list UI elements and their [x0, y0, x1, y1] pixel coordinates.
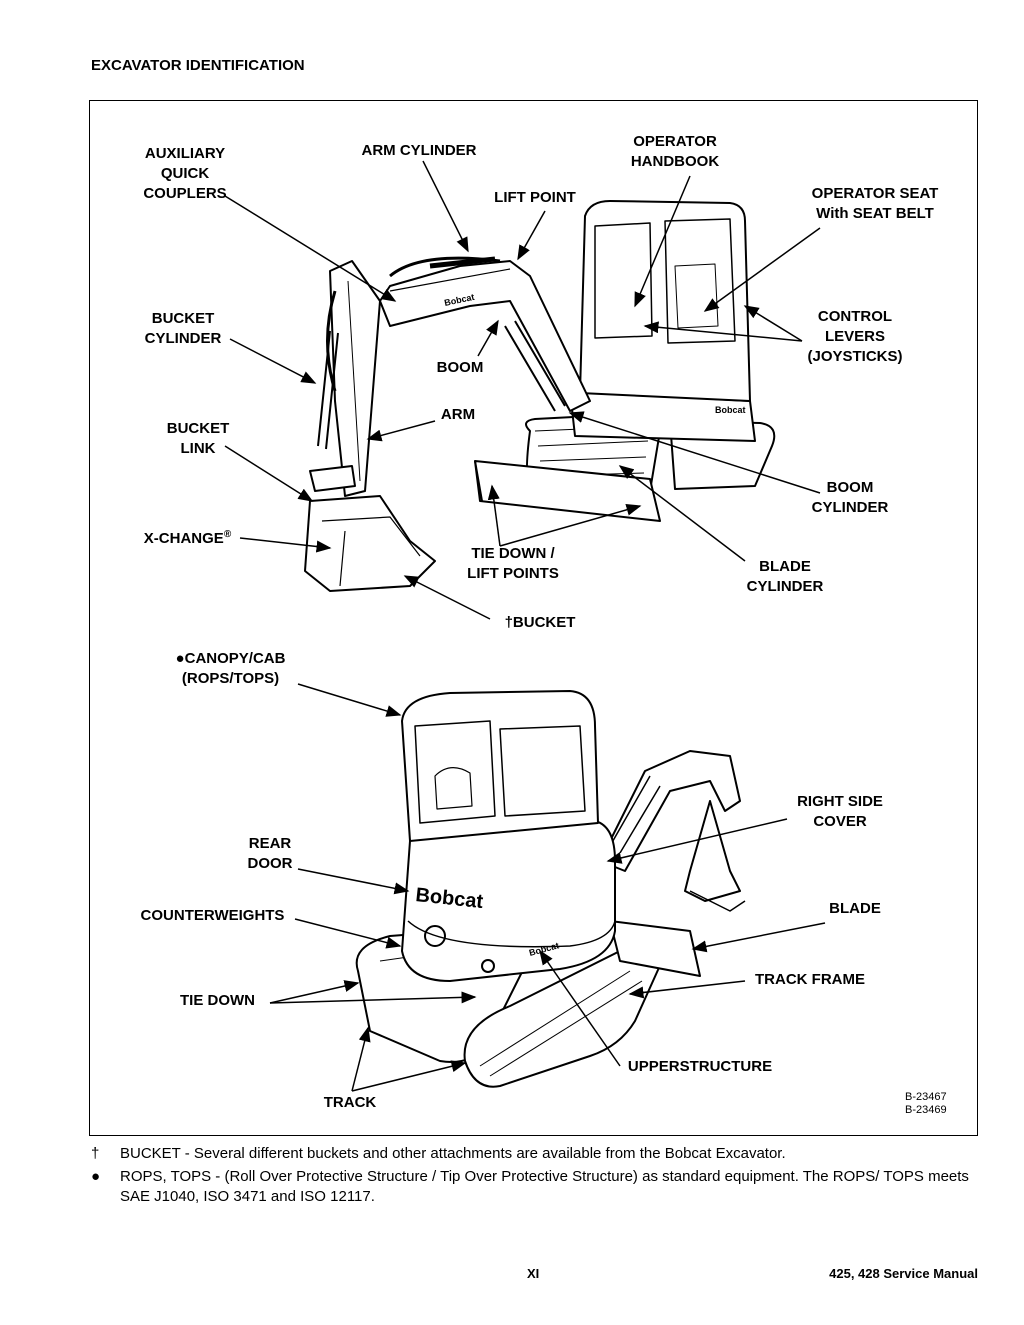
- label-canopy-cab: ●CANOPY/CAB (ROPS/TOPS): [175, 650, 286, 687]
- dagger-symbol: †: [91, 1145, 100, 1162]
- label-boom: BOOM: [436, 359, 484, 376]
- note-bucket-text: BUCKET - Several different buckets and o…: [120, 1145, 786, 1162]
- label-operator-seat: OPERATOR SEAT With SEAT BELT: [811, 185, 939, 222]
- label-bucket-link: BUCKET LINK: [166, 420, 230, 457]
- label-track-frame: TRACK FRAME: [755, 971, 865, 988]
- registered-mark: ®: [223, 529, 232, 540]
- rear-excavator-drawing: Bobcat Bobcat: [355, 690, 746, 1088]
- label-blade: BLADE: [829, 900, 881, 917]
- label-arm: ARM: [440, 406, 476, 423]
- svg-text:Bobcat: Bobcat: [715, 405, 746, 415]
- label-operator-handbook: OPERATOR HANDBOOK: [630, 133, 720, 170]
- label-bucket-cylinder: BUCKET CYLINDER: [144, 310, 222, 347]
- label-control-levers: CONTROL LEVERS (JOYSTICKS): [807, 308, 903, 365]
- excavator-identification-figure: Bobcat Bobcat: [89, 100, 978, 1136]
- page-title: EXCAVATOR IDENTIFICATION: [91, 57, 305, 74]
- label-blade-cylinder: BLADE CYLINDER: [746, 558, 824, 595]
- label-boom-cylinder: BOOM CYLINDER: [811, 479, 889, 516]
- leader-lines: [224, 160, 826, 1092]
- label-lift-point: LIFT POINT: [494, 189, 576, 206]
- bullet-symbol: ●: [91, 1168, 101, 1185]
- label-auxiliary-quick-couplers: AUXILIARY QUICK COUPLERS: [143, 145, 227, 202]
- label-tie-down: TIE DOWN: [180, 992, 255, 1009]
- label-rear-door: REAR DOOR: [247, 835, 293, 872]
- label-upperstructure: UPPERSTRUCTURE: [627, 1058, 773, 1075]
- label-bucket: †BUCKET: [504, 614, 576, 631]
- note-rops-tops: ● ROPS, TOPS - (Roll Over Protective Str…: [91, 1167, 981, 1207]
- page-number: XI: [527, 1266, 540, 1281]
- label-right-side-cover: RIGHT SIDE COVER: [797, 793, 883, 830]
- label-tie-down-lift-points: TIE DOWN / LIFT POINTS: [467, 545, 559, 582]
- note-rops-tops-text: ROPS, TOPS - (Roll Over Protective Struc…: [120, 1168, 969, 1205]
- manual-title: 425, 428 Service Manual: [829, 1266, 978, 1281]
- label-x-change: X-CHANGE®: [130, 525, 245, 549]
- label-track: TRACK: [323, 1094, 377, 1111]
- label-x-change-text: X-CHANGE: [143, 530, 224, 547]
- label-counterweights: COUNTERWEIGHTS: [140, 907, 285, 924]
- label-arm-cylinder: ARM CYLINDER: [361, 142, 477, 159]
- excavator-illustrations: Bobcat Bobcat: [224, 160, 826, 1092]
- note-bucket: † BUCKET - Several different buckets and…: [91, 1144, 981, 1164]
- figure-reference-numbers: B-23467 B-23469: [905, 1091, 947, 1116]
- front-excavator-drawing: Bobcat Bobcat: [304, 200, 776, 592]
